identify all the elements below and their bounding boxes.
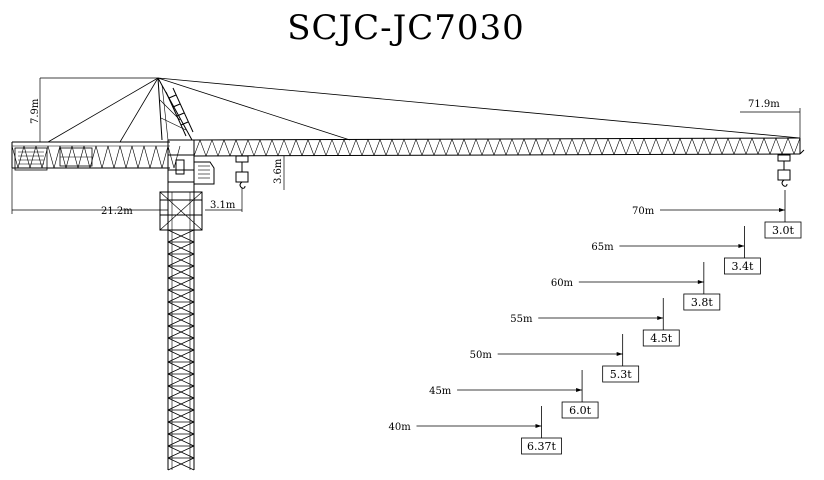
diagram-title: SCJC-JC7030	[287, 8, 525, 48]
load-value-label: 3.4t	[731, 260, 753, 273]
tower-head-ladder	[165, 87, 194, 137]
load-value-box	[764, 221, 802, 239]
main-jib	[193, 137, 805, 157]
load-chart: 70m 3.0t 65m 3.4t 60m 3.8t 55m 4.5t 50m 5.3t 45m 6.…	[389, 190, 802, 455]
load-value-box	[642, 329, 680, 347]
radius-label: 55m	[510, 314, 533, 325]
load-value-label: 3.8t	[691, 296, 713, 309]
load-value-box	[521, 437, 562, 455]
dimension-lines	[11, 77, 801, 214]
load-value-box	[724, 257, 761, 275]
load-value-label: 5.3t	[610, 368, 632, 381]
jib-tie-bars	[47, 77, 801, 143]
radius-arrow	[697, 280, 704, 284]
counter-jib	[11, 141, 181, 171]
load-value-label: 3.0t	[772, 224, 794, 237]
radius-label: 40m	[389, 422, 412, 433]
load-value-label: 4.5t	[650, 332, 672, 345]
climbing-frame	[159, 191, 203, 231]
radius-arrow	[576, 388, 583, 392]
load-value-label: 6.0t	[569, 404, 591, 417]
min-radius-label: 3.1m	[210, 200, 236, 211]
load-value-box	[561, 401, 599, 419]
jib-depth-label: 3.6m	[273, 158, 284, 184]
radius-label: 45m	[429, 386, 452, 397]
outer-trolley-hook	[777, 154, 791, 187]
counter-jib-length-label: 21.2m	[101, 206, 133, 217]
radius-arrow	[738, 244, 745, 248]
tower-mast	[167, 192, 195, 471]
load-value-label: 6.37t	[527, 440, 556, 453]
inner-trolley-hook	[235, 155, 249, 189]
radius-arrow	[779, 208, 785, 212]
radius-label: 65m	[591, 242, 614, 253]
load-value-box	[602, 365, 640, 383]
radius-arrow	[657, 316, 664, 320]
radius-arrow	[616, 352, 623, 356]
operator-cab	[193, 161, 215, 185]
load-value-box	[683, 293, 721, 311]
radius-label: 50m	[470, 350, 493, 361]
apex-height-label: 7.9m	[30, 98, 41, 124]
radius-label: 70m	[632, 206, 655, 217]
slewing-unit	[167, 139, 195, 193]
radius-label: 60m	[551, 278, 574, 289]
jib-length-label: 71.9m	[748, 99, 780, 110]
radius-arrow	[535, 424, 542, 428]
